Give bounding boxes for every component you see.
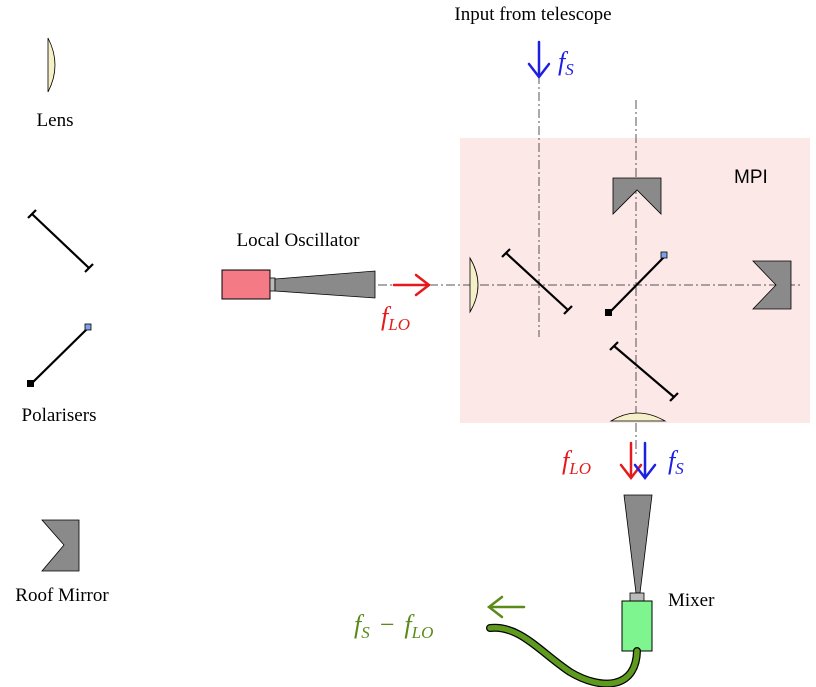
diagonal-polariser-icon — [605, 251, 668, 316]
flo-left-label: fLO — [381, 302, 410, 334]
mixer-label: Mixer — [668, 590, 715, 611]
mpi-label: MPI — [734, 167, 768, 188]
input-lens-icon — [469, 256, 479, 314]
if-cable — [486, 623, 641, 687]
lo-horn-icon — [274, 270, 376, 299]
lower-polariser-icon — [609, 341, 679, 402]
beam-splitter-polariser-icon — [501, 248, 573, 315]
top-roof-mirror-icon — [612, 177, 662, 215]
if-cable-inner — [487, 625, 640, 687]
legend-lens-label: Lens — [37, 110, 74, 131]
local-oscillator-label: Local Oscillator — [237, 230, 361, 251]
right-roof-mirror-icon — [752, 260, 792, 310]
legend-polarisers-label: Polarisers — [22, 405, 97, 426]
mixer-block — [621, 600, 653, 652]
fs-top-label: fS — [558, 47, 574, 79]
legend-lens-icon — [47, 37, 56, 93]
legend-polariser-b-icon — [27, 323, 92, 387]
lo-source-block — [221, 269, 271, 300]
flo-bottom-arrow-icon — [619, 441, 643, 481]
fs-top-arrow-icon — [527, 40, 551, 80]
fs-bottom-label: fS — [668, 446, 684, 478]
lo-flange — [269, 277, 276, 292]
optical-axes — [378, 75, 800, 455]
legend-polariser-a-icon — [27, 209, 94, 273]
mixer-horn-icon — [623, 494, 653, 594]
input-from-telescope-label: Input from telescope — [454, 4, 611, 25]
flo-left-arrow-icon — [392, 273, 432, 297]
if-out-label: fS−fLO — [354, 610, 433, 642]
if-out-arrow-icon — [486, 595, 526, 619]
legend-roof-mirror-label: Roof Mirror — [15, 585, 109, 606]
mixer-flange — [629, 592, 645, 602]
legend-roof-mirror-icon — [41, 519, 80, 572]
fs-bottom-arrow-icon — [633, 441, 657, 481]
flo-bottom-label: fLO — [562, 446, 591, 478]
output-lens-icon — [609, 412, 667, 422]
